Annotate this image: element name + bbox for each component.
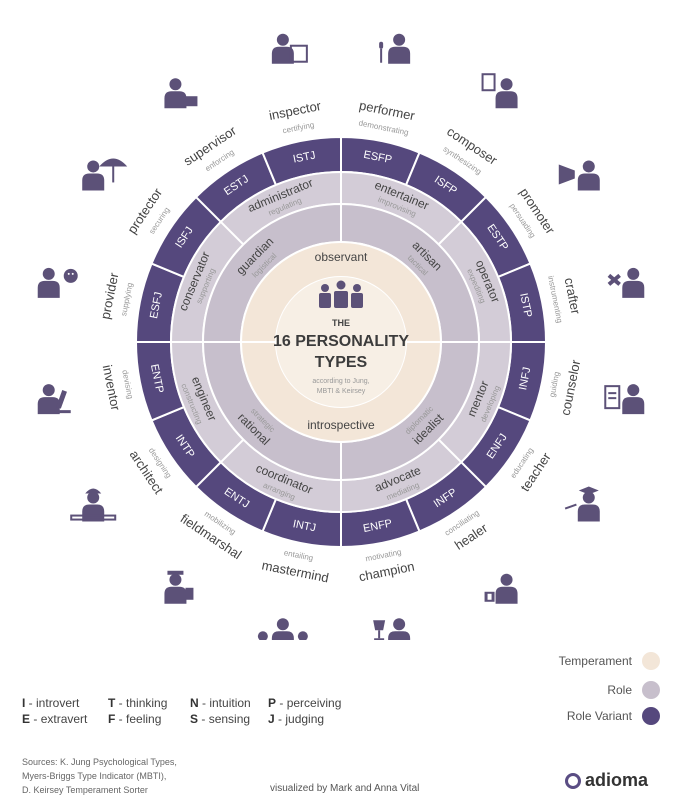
type-name-label: inspector — [268, 98, 323, 123]
temperament-label: observant — [315, 250, 368, 264]
key-text: sensing — [208, 712, 251, 726]
key-letter: T — [108, 696, 116, 710]
key-letter: S — [190, 712, 199, 726]
temperament-label: introspective — [307, 418, 375, 432]
key-text: intuition — [209, 696, 251, 710]
wheel-rings: THE 16 PERSONALITY TYPES according to Ju… — [134, 135, 548, 549]
legend-role-variant-label: Role Variant — [566, 709, 632, 723]
microscope-icon — [37, 384, 71, 415]
key-thinking: T - thinking — [108, 696, 168, 710]
center-title-small: THE — [332, 318, 350, 328]
wheel-center: THE 16 PERSONALITY TYPES according to Ju… — [273, 280, 409, 395]
type-code-label: ESFP — [362, 149, 393, 166]
type-name-label: counselor — [558, 358, 584, 417]
key-letter: F — [108, 712, 116, 726]
key-text: feeling — [126, 712, 162, 726]
brand-name: adioma — [585, 770, 649, 790]
officer-icon — [164, 570, 194, 604]
sources: Sources: K. Jung Psychological Types, My… — [22, 755, 177, 797]
type-code-label: INFJ — [517, 366, 533, 391]
graduate-icon — [564, 486, 600, 522]
key-feeling: F - feeling — [108, 712, 162, 726]
personality-wheel: THE 16 PERSONALITY TYPES according to Ju… — [37, 33, 645, 640]
megaphone-icon — [558, 160, 600, 191]
type-name-label: promoter — [517, 185, 559, 237]
key-text: judging — [285, 712, 325, 726]
legend-temperament-swatch — [642, 652, 660, 670]
legend-role: Role — [607, 681, 660, 699]
umbrella-icon — [82, 158, 128, 191]
legend-role-label: Role — [607, 683, 632, 697]
key-intuition: N - intuition — [190, 696, 251, 710]
center-subtitle-line1: according to Jung, — [312, 378, 369, 385]
type-code-label: ESFJ — [148, 291, 165, 320]
center-title-line1: 16 PERSONALITY — [273, 333, 409, 350]
brand-logo: adioma — [565, 770, 648, 791]
key-extravert: E - extravert — [22, 712, 88, 726]
type-sublabel: devising — [120, 369, 135, 400]
legend-temperament: Temperament — [559, 652, 660, 670]
sources-line: Sources: K. Jung Psychological Types, — [22, 757, 177, 767]
builder-icon — [70, 488, 117, 522]
key-letter: I — [22, 696, 26, 710]
key-text: introvert — [36, 696, 80, 710]
smiley-icon — [37, 267, 78, 298]
type-sublabel: instrumenting — [546, 275, 564, 324]
legend-role-variant-swatch — [642, 707, 660, 725]
type-name-label: crafter — [562, 276, 584, 316]
type-sublabel: supplying — [119, 282, 134, 317]
painter-icon — [481, 73, 518, 109]
microphone-person-icon — [379, 33, 411, 64]
clipboard-person-icon — [604, 384, 645, 415]
type-code-label: ENFP — [362, 518, 393, 535]
key-text: perceiving — [286, 696, 342, 710]
group-people-icon — [319, 280, 363, 308]
center-subtitle-line2: MBTI & Keirsey — [317, 388, 366, 395]
key-text: extravert — [40, 712, 88, 726]
legend-role-swatch — [642, 681, 660, 699]
key-perceiving: P - perceiving — [268, 696, 342, 710]
type-sublabel: entailing — [283, 548, 314, 563]
key-introvert: I - introvert — [22, 696, 80, 710]
credit: visualized by Mark and Anna Vital — [270, 783, 420, 794]
key-letter: N — [190, 696, 199, 710]
briefcase-icon — [164, 78, 198, 109]
sources-line: Myers-Briggs Type Indicator (MBTI), — [22, 771, 167, 781]
legend-role-variant: Role Variant — [567, 707, 660, 725]
type-code-label: ISTJ — [292, 149, 317, 165]
key-letter: J — [268, 712, 275, 726]
center-disc — [276, 277, 406, 407]
key-letter: E — [22, 712, 31, 726]
trophy-icon — [373, 618, 411, 640]
type-sublabel: guiding — [547, 371, 561, 398]
center-title-line2: TYPES — [315, 354, 368, 371]
type-code-label: INTJ — [292, 518, 317, 534]
wheel-icons — [37, 33, 645, 640]
key-letter: P — [268, 696, 277, 710]
tools-icon — [607, 267, 645, 298]
legend-temperament-label: Temperament — [558, 654, 632, 668]
type-name-label: mastermind — [261, 557, 331, 585]
type-name-label: inventor — [100, 363, 124, 412]
brand-mark-icon — [565, 772, 581, 789]
type-sublabel: certifying — [282, 120, 315, 135]
desk-person-icon — [271, 33, 308, 64]
type-code-label: ENTP — [148, 363, 165, 394]
type-code-label: ISTP — [517, 292, 534, 318]
key-text: thinking — [126, 696, 168, 710]
doctor-icon — [484, 573, 518, 604]
type-sublabel: demonstrating — [358, 118, 409, 137]
type-name-label: provider — [98, 271, 122, 321]
key-sensing: S - sensing — [190, 712, 251, 726]
balance-icon — [257, 618, 308, 640]
sources-line: D. Keirsey Temperament Sorter — [22, 785, 148, 795]
key-judging: J - judging — [268, 712, 325, 726]
